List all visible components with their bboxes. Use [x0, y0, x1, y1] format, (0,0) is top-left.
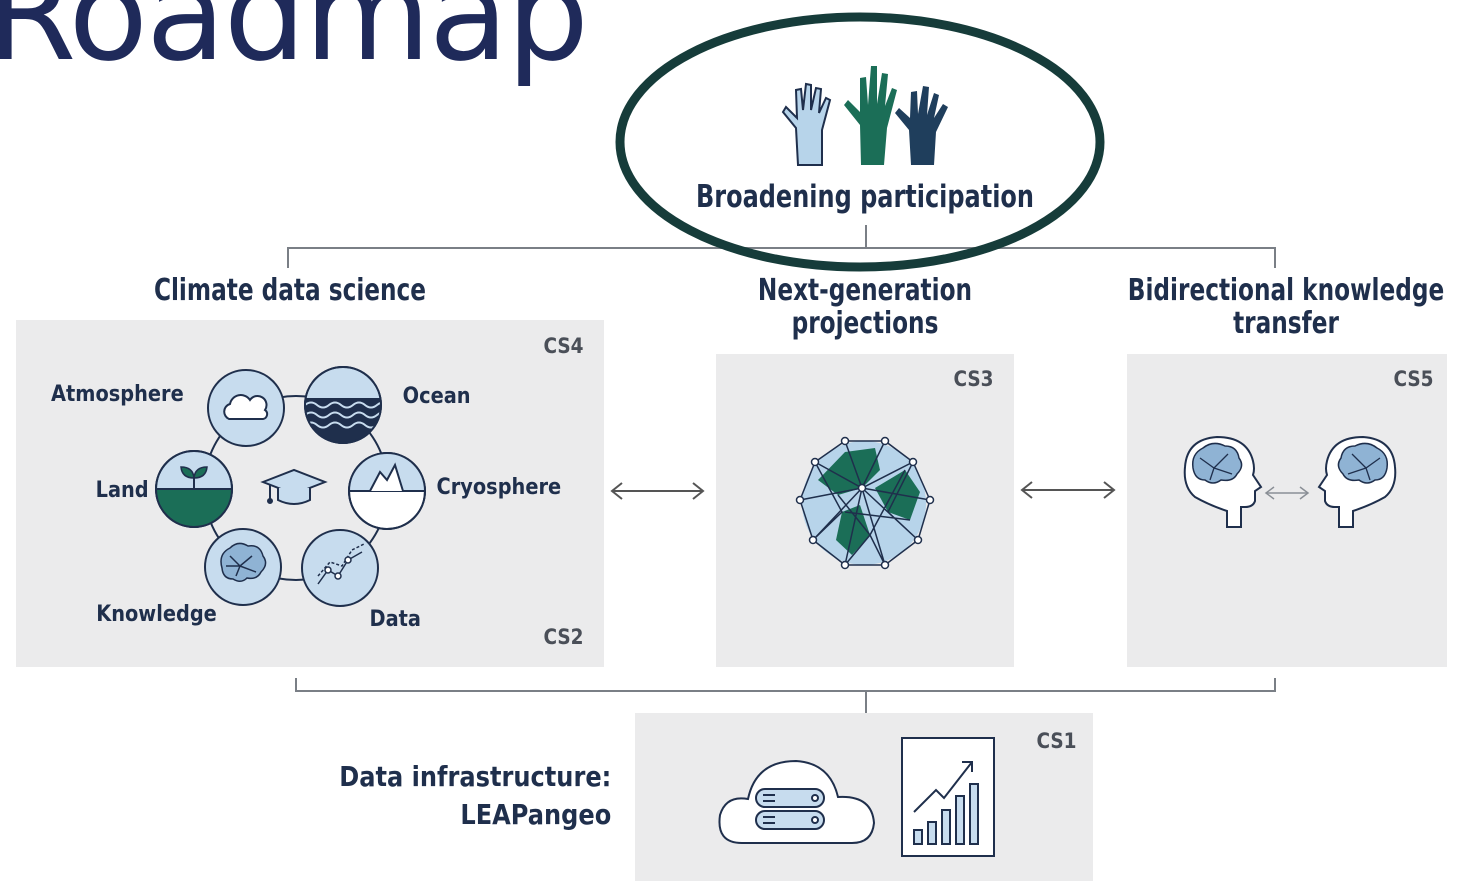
bidirectional-knowledge-transfer-title: Bidirectional knowledge transfer: [1109, 274, 1463, 340]
knowledge-node: [204, 528, 282, 606]
double-arrow-icon: [610, 482, 705, 500]
cryosphere-label: Cryosphere: [436, 475, 562, 500]
ocean-node: [304, 366, 382, 444]
data-infrastructure-panel: [635, 713, 1093, 881]
cs1-code: CS1: [1036, 729, 1077, 753]
cs2-code: CS2: [543, 625, 584, 649]
double-arrow-icon: [1020, 481, 1116, 499]
atmosphere-node: [207, 369, 285, 447]
data-infrastructure-line1: Data infrastructure:: [338, 760, 611, 793]
ocean-label: Ocean: [402, 384, 471, 409]
land-label: Land: [95, 478, 149, 503]
graduation-cap-icon: [260, 468, 328, 505]
knowledge-label: Knowledge: [96, 602, 217, 627]
connector-lines: [287, 225, 1276, 713]
iceberg-icon: [369, 462, 404, 492]
knowledge-transfer-panel: [1127, 354, 1447, 667]
highlight-oval: [615, 12, 1105, 272]
data-label: Data: [369, 607, 421, 632]
head-with-brain-icon-left: [1183, 435, 1263, 528]
growth-chart-icon: [901, 737, 995, 857]
cryosphere-node: [348, 452, 426, 530]
climate-data-science-title: Climate data science: [153, 273, 427, 308]
next-generation-title-line1: Next-generation: [757, 273, 973, 308]
globe-network-icon: [795, 436, 935, 570]
next-generation-projections-title: Next-generation projections: [715, 274, 1016, 340]
knowledge-transfer-title-line1: Bidirectional knowledge: [1127, 273, 1445, 308]
double-arrow-icon: [1264, 486, 1310, 500]
atmosphere-label: Atmosphere: [51, 382, 184, 407]
cs3-code: CS3: [953, 367, 994, 391]
data-infrastructure-label: Data infrastructure: LEAPangeo: [339, 758, 611, 834]
head-with-brain-icon-right: [1317, 435, 1397, 528]
knowledge-transfer-title-line2: transfer: [1233, 306, 1339, 341]
brain-icon: [220, 542, 267, 582]
raised-hands-icon: [781, 66, 948, 166]
sprout-icon: [180, 466, 208, 489]
cloud-icon: [223, 394, 269, 420]
land-node: [155, 450, 233, 528]
leapangeo-line2: LEAPangeo: [460, 798, 611, 831]
cs4-code: CS4: [543, 334, 584, 358]
line-graph-icon: [317, 543, 365, 585]
data-node: [301, 529, 379, 607]
cloud-server-icon: [718, 759, 876, 844]
next-generation-title-line2: projections: [791, 306, 939, 341]
cs5-code: CS5: [1393, 367, 1434, 391]
slide-title: Roadmap: [0, 0, 589, 90]
broadening-participation-label: Broadening participation: [695, 179, 1034, 215]
